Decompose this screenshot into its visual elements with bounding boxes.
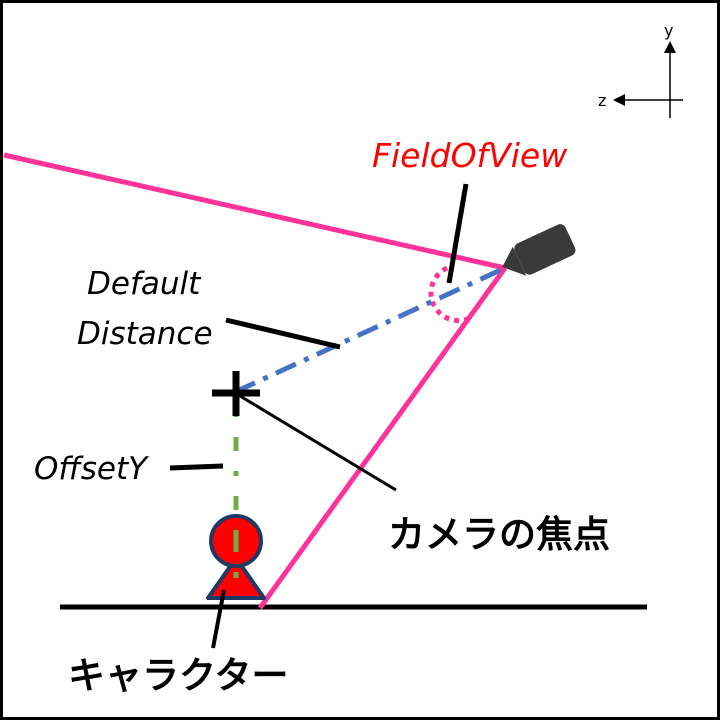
focus-point-cross-icon bbox=[212, 371, 260, 416]
default-distance-label-line1: Default bbox=[87, 266, 202, 302]
offset-y-label: OffsetY bbox=[34, 451, 149, 487]
character-label: キャラクター bbox=[68, 654, 289, 697]
fov-arc bbox=[428, 265, 472, 323]
frustum-bottom-edge bbox=[257, 266, 508, 610]
character-icon bbox=[206, 514, 266, 600]
y-axis-label: y bbox=[664, 21, 673, 40]
character-leader bbox=[211, 589, 226, 649]
distance-leader bbox=[225, 317, 341, 350]
fov-leader bbox=[446, 183, 469, 284]
z-axis-label: z bbox=[598, 91, 606, 110]
field-of-view-label: FieldOfView bbox=[372, 136, 568, 175]
offset-leader bbox=[169, 463, 224, 471]
focus-point-label: カメラの焦点 bbox=[388, 513, 610, 556]
default-distance-label-line2: Distance bbox=[77, 316, 213, 352]
axis-indicator: y z bbox=[598, 21, 683, 118]
frustum-top-edge bbox=[3, 152, 506, 271]
camera-icon bbox=[502, 224, 576, 276]
focus-leader bbox=[239, 394, 397, 492]
default-distance-line bbox=[233, 265, 507, 395]
